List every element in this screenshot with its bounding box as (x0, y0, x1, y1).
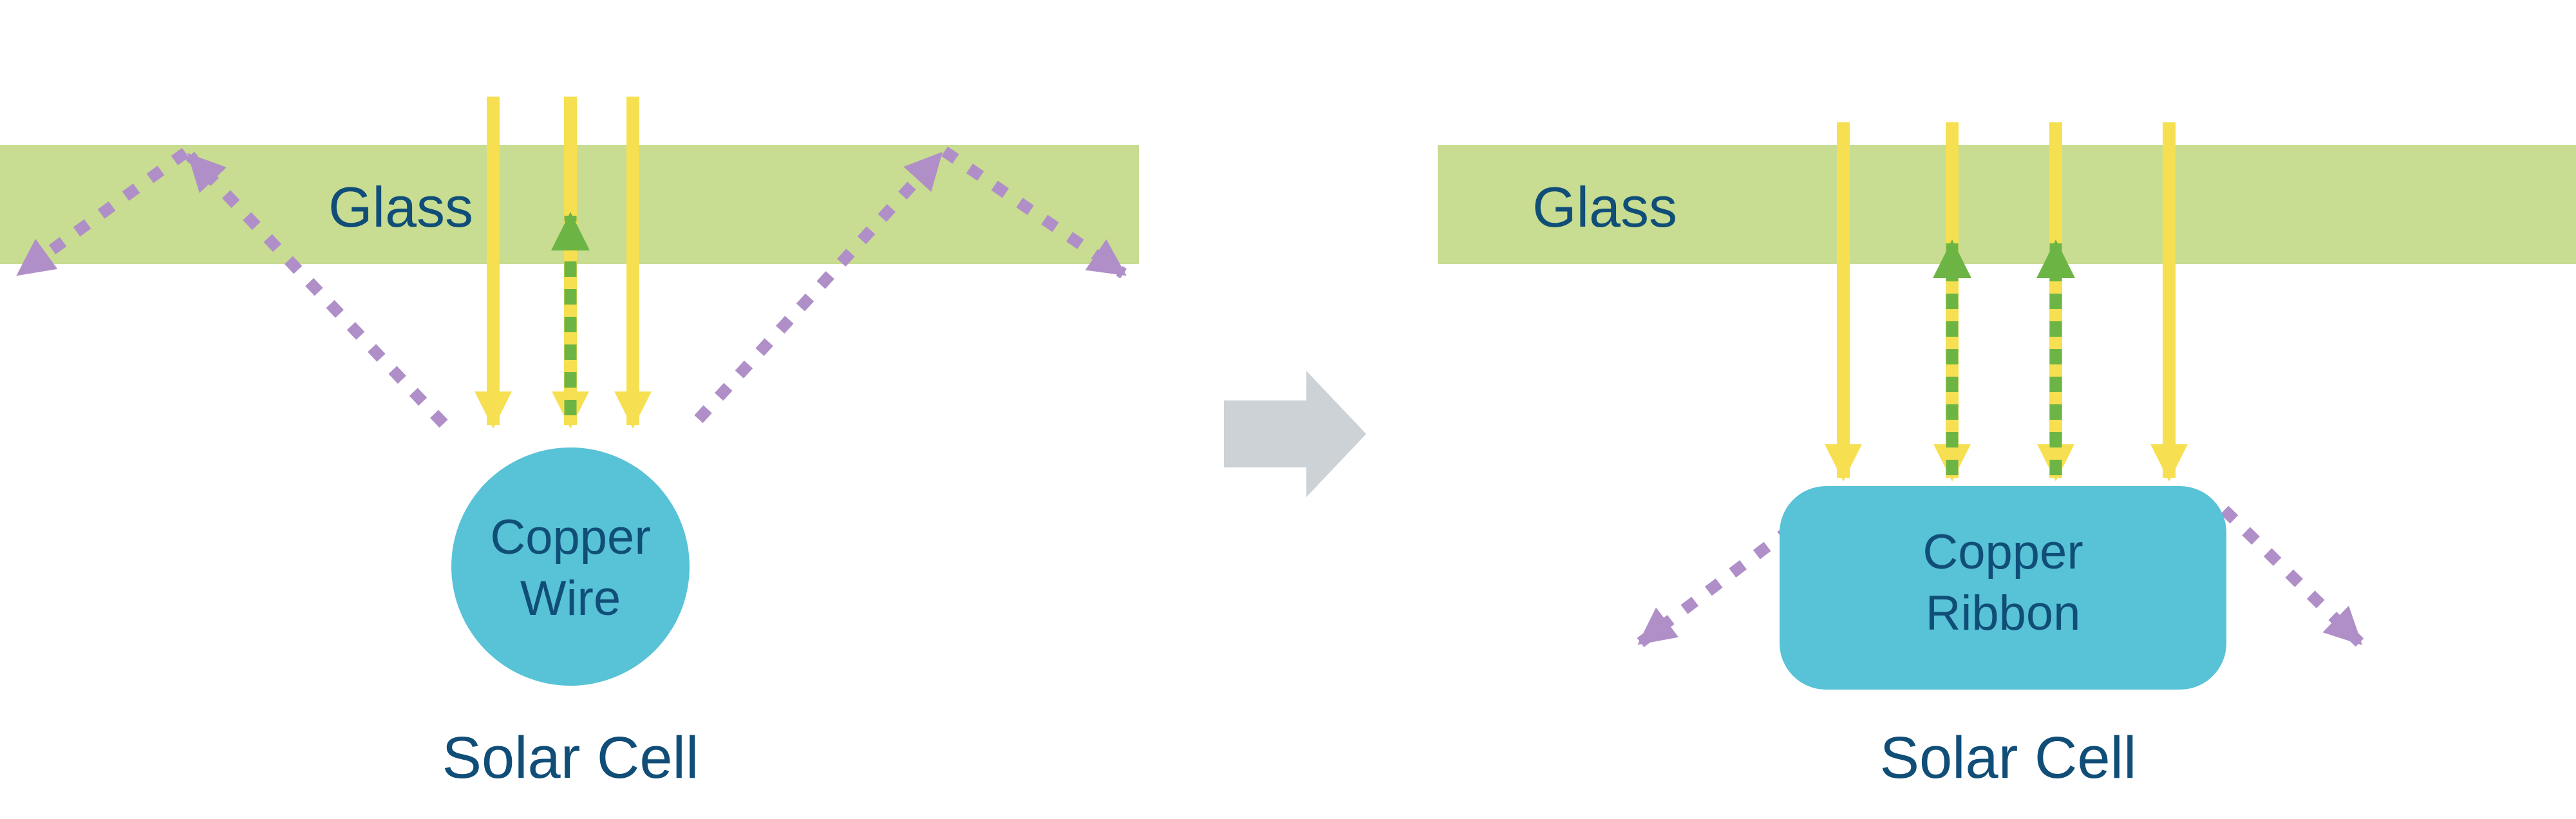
copper-ribbon-label-line1: Copper (1923, 525, 2083, 579)
scattered-light-arrow (2220, 505, 2364, 647)
glass-label: Glass (1532, 175, 1677, 239)
glass-band (1438, 145, 2576, 264)
scattered-light-arrow (185, 151, 448, 428)
copper-ribbon-label-line2: Ribbon (1926, 586, 2081, 641)
glass-label: Glass (328, 175, 473, 239)
right-diagram: Glass Copper Ribbon Solar Cell (1438, 122, 2576, 791)
left-diagram: Glass Copper Wire Solar Cell (0, 97, 1139, 791)
scattered-light-arrow (941, 146, 1127, 279)
scattered-light-arrow (15, 147, 189, 279)
copper-wire-label-line2: Wire (520, 571, 621, 626)
transform-arrow-icon (1224, 371, 1366, 497)
copper-wire-label-line1: Copper (490, 510, 650, 565)
solar-cell-label: Solar Cell (442, 725, 699, 791)
solar-cell-label: Solar Cell (1880, 725, 2137, 791)
copper-wire-shape (451, 447, 690, 686)
copper-ribbon-shape (1780, 486, 2226, 690)
